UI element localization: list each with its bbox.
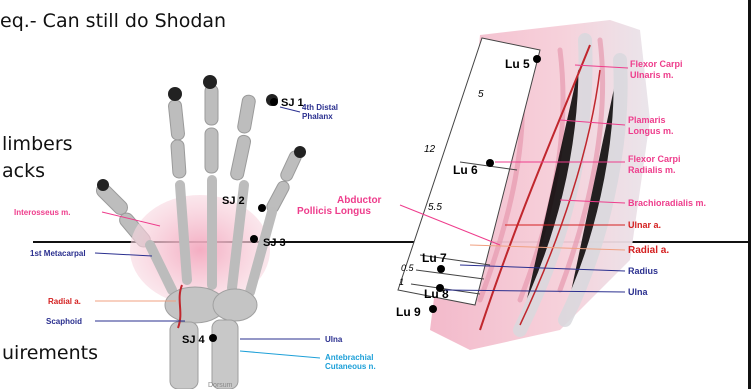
lu8-label: Lu 8 [424,287,449,301]
flexor-carpi-ulnaris-label-line2: Ulnaris m. [630,70,674,80]
interosseus-label: Interosseus m. [14,208,70,217]
measurement-1: 1 [399,277,404,287]
dorsum-label: Dorsum [208,382,233,389]
abductor-label-line2: Pollicis Longus [297,206,371,217]
hand-ulna-label: Ulna [325,335,343,344]
brachioradialis-label: Brachioradialis m. [628,198,706,208]
measurement-5-5: 5.5 [428,202,442,213]
distal-phalanx-label-line1: 4th Distal [302,103,338,112]
sj3-label: SJ 3 [263,237,286,249]
flexor-carpi-radialis-label-line1: Flexor Carpi [628,154,681,164]
flexor-carpi-ulnaris-label-line1: Flexor Carpi [630,59,683,69]
sj4-label: SJ 4 [182,334,206,346]
palmaris-longus-label-line1: Plamaris [628,115,666,125]
forearm-radial-artery-label: Radial a. [628,245,669,256]
scaphoid-label: Scaphoid [46,317,82,326]
abductor-label-line1: Abductor [337,195,382,206]
lu7-label: Lu 7 [422,251,447,265]
radius-label: Radius [628,266,658,276]
antebrachial-label-line2: Cutaneous n. [325,362,376,371]
palmaris-longus-label-line2: Longus m. [628,126,674,136]
measurement-5: 5 [478,89,484,100]
metacarpal-label: 1st Metacarpal [30,249,86,258]
measurement-12: 12 [424,144,436,155]
sj2-label: SJ 2 [222,195,245,207]
lu9-label: Lu 9 [396,305,421,319]
lu5-label: Lu 5 [505,57,530,71]
measurement-0-5: 0.5 [401,263,415,273]
forearm-ulna-label: Ulna [628,287,648,297]
hand-radial-artery-label: Radial a. [48,297,81,306]
antebrachial-label-line1: Antebrachial [325,353,373,362]
flexor-carpi-radialis-label-line2: Radialis m. [628,165,676,175]
lu6-label: Lu 6 [453,163,478,177]
ulnar-artery-label: Ulnar a. [628,220,661,230]
distal-phalanx-label-line2: Phalanx [302,112,333,121]
sj1-label: SJ 1 [281,97,304,109]
